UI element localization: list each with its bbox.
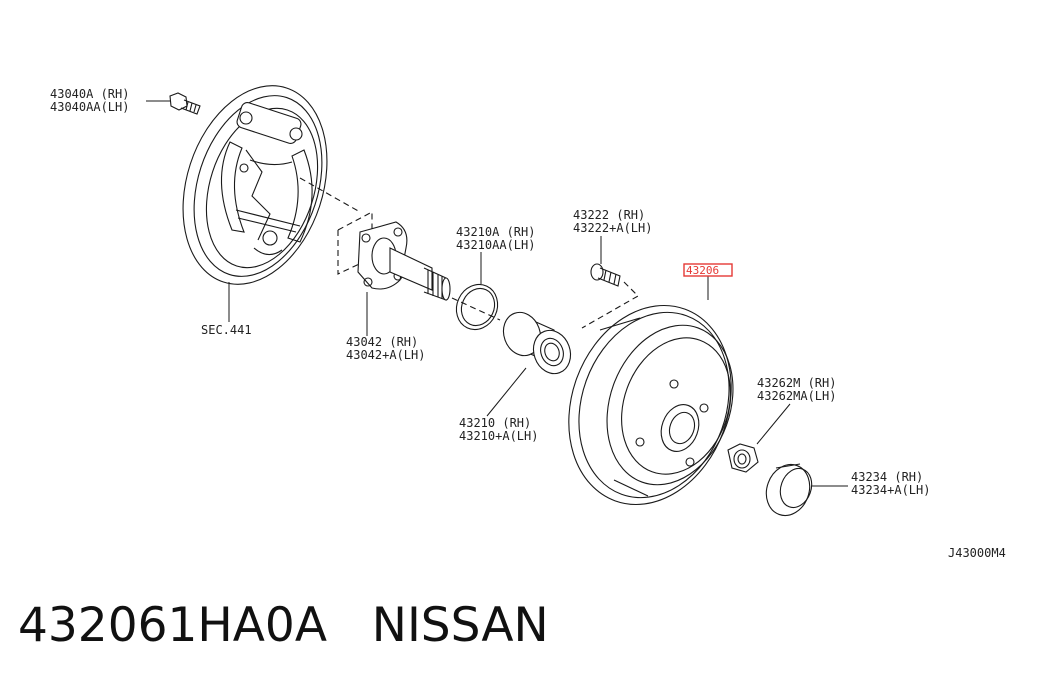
callout-43042-lh: 43042+A(LH) (346, 348, 425, 362)
callout-43210a-lh: 43210AA(LH) (456, 238, 535, 252)
callout-43210a-rh: 43210A (RH) (456, 225, 535, 239)
brake-backing-plate-assembly[interactable] (159, 67, 351, 303)
hub-nut-43262m[interactable] (727, 443, 759, 473)
wheel-stud-43222[interactable] (590, 263, 621, 287)
diagram-code: J43000M4 (948, 546, 1006, 560)
callout-43262m-rh: 43262M (RH) (757, 376, 836, 390)
callout-43040a-lh: 43040AA(LH) (50, 100, 129, 114)
callout-43042-rh: 43042 (RH) (346, 335, 418, 349)
part-number-caption: 432061HA0A NISSAN (18, 598, 549, 653)
callout-43206-highlighted[interactable]: 43206 (683, 263, 733, 277)
axle-spindle-43042[interactable] (337, 211, 451, 301)
callout-43210-rh: 43210 (RH) (459, 416, 531, 430)
callout-43222-rh: 43222 (RH) (573, 208, 645, 222)
callout-43234-lh: 43234+A(LH) (851, 483, 930, 497)
highlight-box (683, 263, 733, 277)
grease-cap-43234[interactable] (759, 458, 817, 521)
callout-43234-rh: 43234 (RH) (851, 470, 923, 484)
callout-43210-lh: 43210+A(LH) (459, 429, 538, 443)
callout-43206: 43206 (686, 264, 719, 277)
callout-43040a-rh: 43040A (RH) (50, 87, 129, 101)
callout-43222-lh: 43222+A(LH) (573, 221, 652, 235)
snap-ring-43210a[interactable] (449, 278, 505, 337)
wheel-bearing-43210[interactable] (498, 307, 577, 379)
brake-drum-43206[interactable] (542, 282, 758, 527)
callout-43262m-lh: 43262MA(LH) (757, 389, 836, 403)
callout-sec441: SEC.441 (201, 323, 252, 337)
bolt-43040a[interactable] (169, 92, 201, 115)
